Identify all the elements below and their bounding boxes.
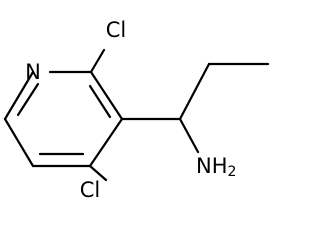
- atom-label-n: N: [25, 60, 41, 84]
- atom-label-cl-4: Cl: [80, 178, 101, 202]
- bond-c6-n-inner: [16, 82, 40, 117]
- bond-ch-nh2: [178, 117, 200, 154]
- bond-c3-c4: [88, 117, 124, 168]
- amine-subscript: 2: [228, 164, 237, 180]
- bond-ch-ch2: [178, 62, 211, 121]
- pyridine-ring: [3, 70, 124, 168]
- atom-label-cl-2: Cl: [106, 18, 127, 42]
- bond-c4-cl: [88, 164, 108, 182]
- bond-c2-c3: [89, 70, 124, 121]
- bond-c5-c6: [3, 117, 35, 168]
- atom-labels: N Cl Cl NH2: [25, 18, 236, 202]
- amine-nh-text: NH: [196, 154, 228, 178]
- bond-c6-n: [3, 70, 35, 121]
- chemical-structure-diagram: N Cl Cl NH2: [3, 18, 270, 202]
- substituent-bonds: [88, 48, 270, 182]
- atom-label-amine: NH2: [196, 154, 236, 180]
- bond-c2-c3-inner: [88, 84, 112, 119]
- bond-c2-cl: [89, 48, 106, 74]
